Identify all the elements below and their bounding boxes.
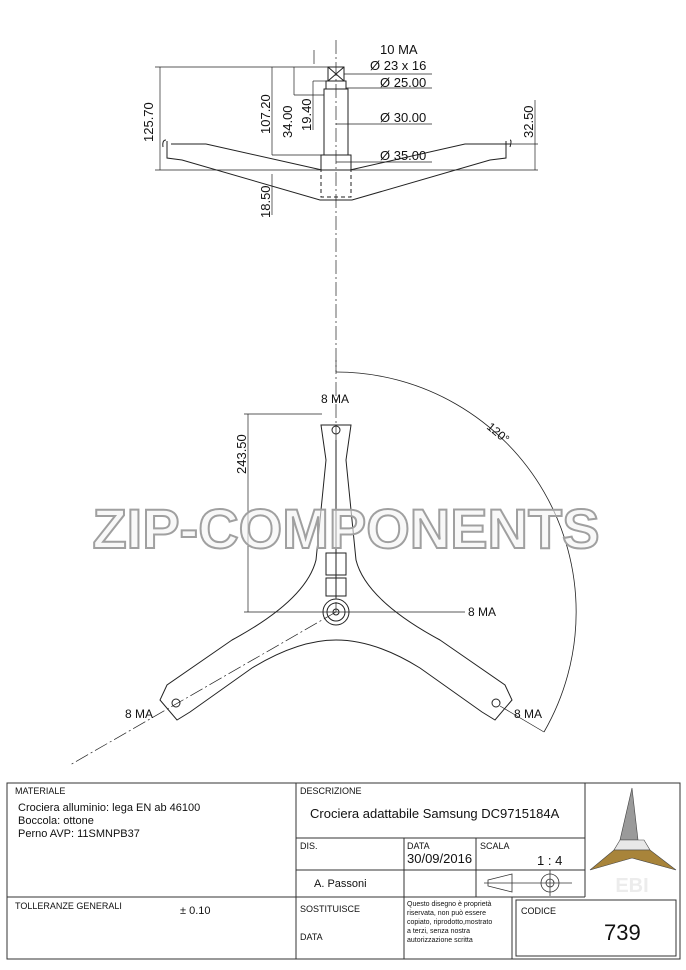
label-dim-107: 107.20	[258, 94, 273, 134]
spider-outline	[159, 424, 513, 721]
arm-centerline	[69, 611, 337, 766]
note-line: a terzi, senza nostra	[407, 928, 471, 935]
label-dim-18: 18.50	[258, 185, 273, 218]
projection-symbol-icon	[484, 870, 572, 896]
materiale-line: Perno AVP: 11SMNPB37	[18, 828, 140, 840]
materiale-line: Crociera alluminio: lega EN ab 46100	[18, 802, 201, 814]
screw-hole-right	[491, 698, 501, 708]
note-line: autorizzazione scritta	[407, 937, 473, 944]
label-thread-right: 8 MA	[514, 707, 542, 721]
ownership-note: Questo disegno è proprietà riservata, no…	[407, 900, 492, 945]
data2-label: DATA	[300, 932, 323, 942]
note-line: riservata, non può essere	[407, 910, 486, 917]
ebi-logo: EBI	[589, 787, 677, 897]
scala-value: 1 : 4	[537, 853, 563, 868]
shaft-hidden	[320, 169, 352, 198]
materiale-line: Boccola: ottone	[18, 815, 94, 827]
tolleranze-label: TOLLERANZE GENERALI	[15, 901, 122, 911]
label-dia-25: Ø 25.00	[380, 75, 426, 90]
label-angle: 120°	[484, 420, 512, 447]
logo-text: EBI	[615, 875, 648, 897]
scala-label: SCALA	[480, 841, 510, 851]
label-bushing: Ø 23 x 16	[370, 58, 426, 73]
label-dim-34: 34.00	[280, 105, 295, 138]
materiale-label: MATERIALE	[15, 786, 66, 796]
screw-hole-top	[331, 425, 341, 435]
angle-arc	[335, 371, 577, 733]
label-dim-19: 19.40	[299, 98, 314, 131]
note-line: Questo disegno è proprietà	[407, 901, 492, 908]
label-dim-243: 243.50	[234, 434, 249, 474]
spider-upper-profile	[171, 143, 510, 171]
label-dim-125: 125.70	[141, 102, 156, 142]
sostituisce-label: SOSTITUISCE	[300, 904, 361, 914]
data-value: 30/09/2016	[407, 851, 473, 866]
label-thread-top-arm: 8 MA	[321, 392, 349, 406]
label-thread-center: 8 MA	[468, 605, 496, 619]
screw-hole-left	[171, 698, 181, 708]
label-dia-30: Ø 30.00	[380, 110, 426, 125]
label-thread-top: 10 MA	[380, 42, 418, 57]
watermark: ZIP-COMPONENTS	[92, 497, 599, 560]
codice-label: CODICE	[521, 906, 557, 916]
label-thread-left: 8 MA	[125, 707, 153, 721]
tolleranze-value: ± 0.10	[180, 905, 211, 917]
author: A. Passoni	[314, 878, 367, 890]
dis-label: DIS.	[300, 841, 318, 851]
label-dia-35: Ø 35.00	[380, 148, 426, 163]
spider-lower-profile	[162, 139, 512, 201]
title-block-frame	[6, 782, 681, 960]
descrizione-label: DESCRIZIONE	[300, 786, 362, 796]
codice-value: 739	[604, 920, 641, 945]
data-label: DATA	[407, 841, 430, 851]
note-line: copiato, riprodotto,mostrato	[407, 919, 493, 926]
label-dim-32: 32.50	[521, 105, 536, 138]
descrizione-value: Crociera adattabile Samsung DC9715184A	[310, 806, 560, 821]
